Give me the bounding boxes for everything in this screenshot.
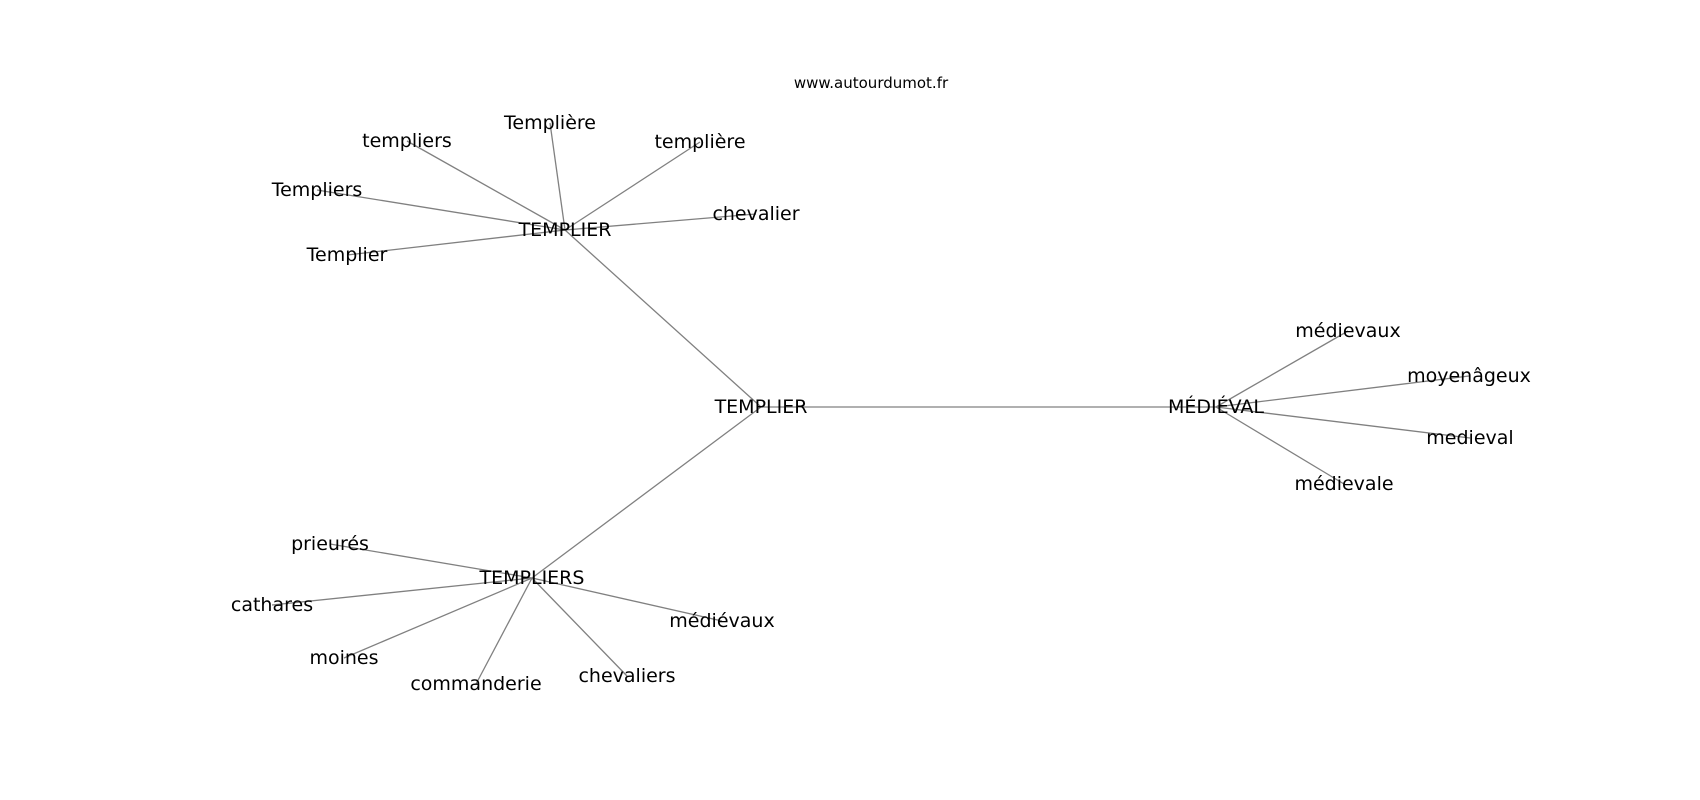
edge-templiers_bottom-b3 (343, 577, 533, 659)
edge-medieval_right-m2 (1215, 375, 1470, 408)
edge-templier_top-t5 (564, 213, 757, 231)
edge-root-templiers_bottom (531, 406, 762, 579)
edge-medieval_right-m1 (1215, 330, 1349, 408)
edge-templier_top-t3 (564, 141, 701, 231)
node-t6[interactable]: Templier (306, 244, 388, 266)
node-b5[interactable]: chevaliers (578, 665, 675, 687)
edge-templiers_bottom-b4 (475, 577, 533, 685)
edges-layer (271, 122, 1471, 685)
edge-templier_top-t6 (346, 229, 566, 256)
node-m1[interactable]: médievaux (1295, 320, 1400, 342)
node-b1[interactable]: prieurés (291, 533, 369, 555)
edge-templier_top-t1 (406, 140, 566, 231)
edge-medieval_right-m4 (1215, 406, 1345, 485)
node-t2[interactable]: Templière (503, 112, 596, 134)
edge-templiers_bottom-b2 (271, 577, 533, 606)
edge-templier_top-t4 (316, 189, 566, 231)
edge-templiers_bottom-b1 (329, 543, 533, 579)
node-b6[interactable]: médiévaux (669, 610, 774, 632)
node-templiers_bottom[interactable]: TEMPLIERS (479, 567, 585, 589)
node-m4[interactable]: médievale (1294, 473, 1393, 495)
node-m2[interactable]: moyenâgeux (1407, 365, 1531, 387)
node-t4[interactable]: Templiers (271, 179, 363, 201)
edge-templiers_bottom-b5 (531, 577, 628, 677)
nodes-layer: TEMPLIER TEMPLIER TEMPLIERS MÉDIÉVAL templie… (231, 112, 1531, 695)
node-t5[interactable]: chevalier (712, 203, 799, 225)
node-templier_top[interactable]: TEMPLIER (518, 219, 612, 241)
node-t3[interactable]: templière (654, 131, 745, 153)
node-m3[interactable]: medieval (1426, 427, 1513, 449)
node-t1[interactable]: templiers (362, 130, 452, 152)
edge-templier_top-t2 (549, 122, 566, 231)
node-b4[interactable]: commanderie (410, 673, 541, 695)
source-url: www.autourdumot.fr (794, 74, 949, 92)
edge-medieval_right-m3 (1215, 406, 1471, 439)
node-b2[interactable]: cathares (231, 594, 313, 616)
edge-root-templier_top (564, 229, 762, 408)
edge-templiers_bottom-b6 (531, 577, 723, 622)
node-b3[interactable]: moines (309, 647, 378, 669)
node-root[interactable]: TEMPLIER (714, 396, 808, 418)
node-medieval_right[interactable]: MÉDIÉVAL (1168, 395, 1264, 418)
